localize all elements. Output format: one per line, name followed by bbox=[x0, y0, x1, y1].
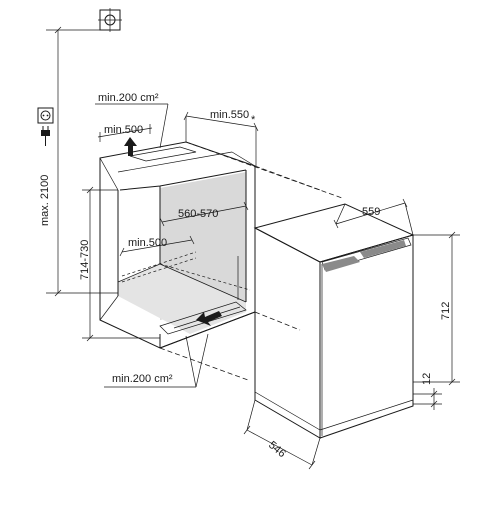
niche-width-dimension: 560-570 bbox=[159, 201, 249, 227]
top-vent-area: min.200 cm² bbox=[95, 92, 169, 149]
bottom-vent-area: min.200 cm² bbox=[104, 333, 209, 388]
top-depth-dimension: min.500 bbox=[97, 124, 153, 142]
niche-height-label: 714-730 bbox=[79, 240, 91, 280]
water-connection-symbol-icon bbox=[98, 8, 122, 32]
niche-depth-label: min.550 bbox=[210, 109, 249, 121]
top-depth-label: min.500 bbox=[104, 124, 143, 136]
max-height-label: max. 2100 bbox=[39, 175, 51, 226]
niche-side-lines bbox=[237, 250, 247, 300]
bottom-airflow-arrow bbox=[196, 311, 222, 326]
top-airflow-arrow bbox=[124, 137, 137, 156]
appliance-height-label: 712 bbox=[440, 302, 452, 320]
base-depth-label: min.500 bbox=[128, 237, 167, 249]
niche-height-dimension: 714-730 bbox=[79, 186, 160, 342]
projection-lines bbox=[159, 141, 343, 381]
bottom-vent-area-label: min.200 cm² bbox=[112, 373, 173, 385]
appliance-width-dimension: 559 bbox=[333, 198, 414, 236]
max-height-dimension: max. 2100 bbox=[39, 26, 150, 297]
power-socket-icon bbox=[37, 107, 54, 146]
niche-width-label: 560-570 bbox=[178, 208, 218, 220]
plinth-offset-dimension: 12 bbox=[413, 373, 442, 410]
niche-depth-dimension: min.550 * bbox=[183, 109, 259, 166]
appliance-height-dimension: 712 bbox=[413, 231, 460, 386]
appliance-depth-dimension: 546 bbox=[243, 399, 321, 470]
top-vent-area-label: min.200 cm² bbox=[98, 92, 159, 104]
base-depth-dimension: min.500 bbox=[119, 235, 195, 257]
niche-depth-asterisk: * bbox=[251, 114, 256, 126]
plinth-offset-label: 12 bbox=[421, 373, 433, 385]
installation-niche bbox=[99, 141, 256, 349]
appliance-unit bbox=[253, 203, 415, 439]
appliance-width-label: 559 bbox=[362, 206, 380, 218]
